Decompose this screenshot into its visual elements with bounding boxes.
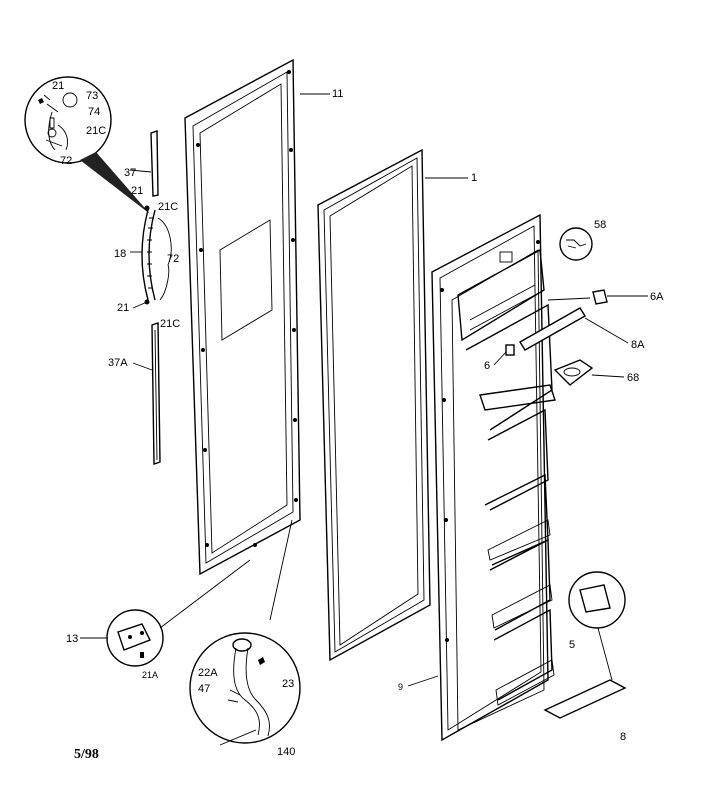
callout-72: 72 [167, 253, 179, 265]
pad-68 [553, 359, 594, 386]
callout-68: 68 [627, 372, 639, 384]
hinge-detail-view [24, 76, 150, 214]
callout-21-upper: 21 [131, 185, 143, 197]
callout-8: 8 [620, 731, 626, 743]
callout-labels: 11 1 58 6A 8A 6 68 37 21 21C 18 72 21 21… [66, 88, 664, 758]
callout-6: 6 [484, 360, 490, 372]
detail-callout-labels: 21 73 74 21C 72 [52, 80, 106, 167]
door-gasket [317, 148, 431, 662]
leader-lines [80, 93, 648, 687]
callout-58: 58 [594, 219, 606, 231]
callout-21C-upper: 21C [158, 201, 178, 213]
clip-6A [592, 289, 608, 305]
callout-47: 47 [198, 683, 210, 695]
screw-detail-58 [559, 227, 593, 261]
date-code: 5/98 [74, 747, 99, 762]
block-6 [505, 344, 515, 356]
callout-21C-lower: 21C [160, 318, 180, 330]
callout-1: 1 [471, 172, 477, 184]
detail-callout-21: 21 [52, 80, 64, 92]
callout-21A: 21A [142, 670, 158, 680]
callout-9: 9 [398, 682, 403, 692]
wiring-detail [189, 519, 301, 746]
detail-callout-73: 73 [86, 90, 98, 102]
callout-18: 18 [114, 248, 126, 260]
callout-37: 37 [124, 167, 136, 179]
callout-22A: 22A [198, 667, 218, 679]
door-outer-panel [184, 58, 301, 576]
callout-37A: 37A [108, 357, 128, 369]
callout-6A: 6A [650, 291, 664, 303]
detail-callout-74: 74 [88, 106, 100, 118]
callout-11: 11 [332, 88, 343, 100]
callout-5: 5 [569, 639, 575, 651]
detail-callout-72: 72 [60, 155, 72, 167]
callout-8A: 8A [631, 339, 645, 351]
detail-callout-21C: 21C [86, 125, 106, 137]
callout-140: 140 [277, 746, 295, 758]
trim-parts [543, 571, 627, 719]
bracket-detail-13 [106, 559, 251, 667]
callout-21-lower: 21 [117, 302, 129, 314]
hinge-bracket-parts [141, 130, 172, 465]
door-inner-liner [431, 213, 556, 742]
rail-8A [519, 307, 586, 351]
callout-23: 23 [282, 678, 294, 690]
callout-13: 13 [66, 633, 78, 645]
